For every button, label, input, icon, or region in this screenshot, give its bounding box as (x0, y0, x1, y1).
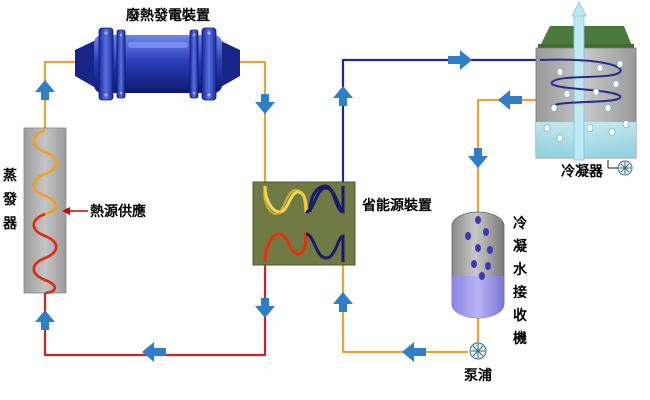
heat-source-label: 熱源供應 (90, 203, 146, 220)
heat-source-indicator: 熱源供應 (62, 203, 146, 220)
economizer-coil-red (263, 231, 308, 263)
pump-label: 泵浦 (464, 367, 492, 384)
receiver-label-3: 水 (513, 261, 528, 278)
condenser: 冷凝器 (535, 1, 637, 180)
flow-arrow-icon (333, 86, 353, 106)
heat-source-arrow-icon (62, 207, 70, 215)
evaporator-label-2: 發 (2, 191, 18, 208)
pipe-generator-to-economizer (238, 60, 267, 182)
pump: 泵浦 (464, 342, 492, 384)
flow-arrow-icon (35, 310, 55, 330)
receiver-droplets (465, 216, 493, 280)
evaporator: 蒸 發 器 (2, 127, 67, 295)
receiver-label-6: 機 (513, 330, 527, 347)
receiver-label-2: 凝 (513, 239, 528, 255)
flow-arrows (35, 50, 522, 362)
economizer: 省能源裝置 (252, 181, 432, 266)
economizer-label: 省能源裝置 (361, 197, 432, 214)
flow-arrow-icon (255, 94, 275, 114)
flow-arrow-icon (448, 50, 472, 70)
fan-icon (617, 160, 633, 176)
flow-arrow-icon (142, 342, 166, 362)
evaporator-coil-hot (32, 128, 58, 216)
pipe-economizer-to-condenser (341, 58, 540, 182)
condenser-label: 冷凝器 (561, 163, 604, 180)
receiver-label-5: 收 (513, 307, 528, 324)
pipe-economizer-to-evaporator (43, 265, 267, 357)
flow-arrow-icon (255, 298, 275, 318)
flow-arrow-icon (402, 342, 426, 362)
evaporator-coil-red (32, 212, 58, 295)
generator-label: 廢熱發電裝置 (126, 7, 210, 24)
pipe-pump-to-economizer (341, 265, 468, 354)
flow-arrow-icon (468, 148, 488, 168)
evaporator-label-3: 器 (2, 216, 18, 232)
condensate-receiver: 冷 凝 水 接 收 機 (451, 211, 528, 347)
waste-heat-generator: 廢熱發電裝置 (75, 7, 240, 101)
economizer-coil-blue-bottom (305, 232, 345, 262)
pipe-condenser-fan (607, 160, 618, 169)
flow-arrow-icon (35, 80, 55, 100)
condenser-droplets (543, 60, 630, 142)
pump-icon (469, 342, 487, 360)
receiver-label-4: 接 (513, 284, 527, 301)
receiver-label-1: 冷 (513, 215, 527, 232)
pipe-evaporator-to-generator (43, 60, 75, 128)
flow-arrow-icon (498, 90, 522, 110)
flow-arrow-icon (333, 292, 353, 312)
pipe-condenser-to-receiver (476, 98, 548, 212)
air-out-arrow-icon (571, 1, 587, 17)
condenser-coil (539, 58, 622, 107)
evaporator-label-1: 蒸 (3, 167, 17, 184)
